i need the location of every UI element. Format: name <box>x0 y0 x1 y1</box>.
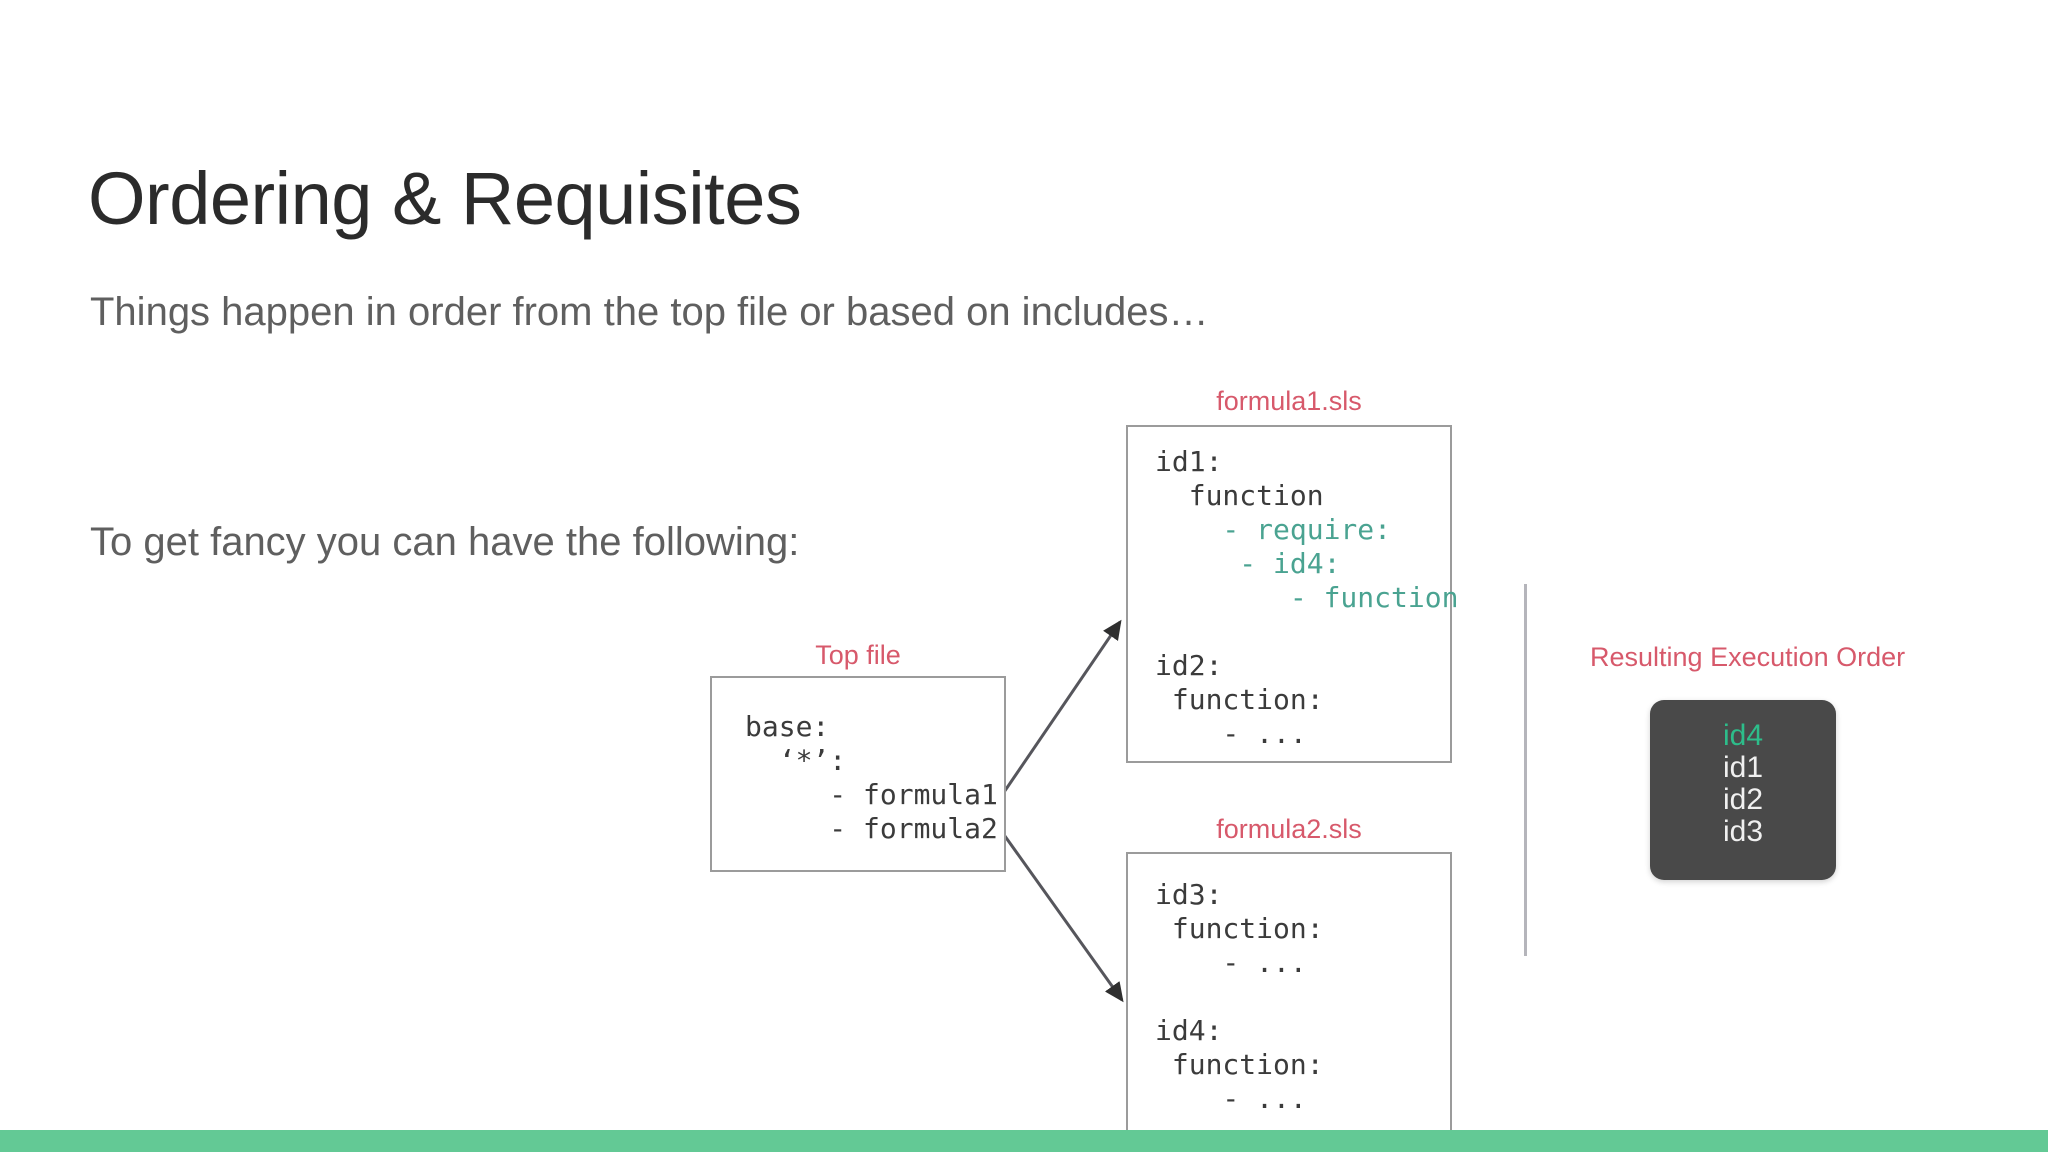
execution-order-item: id3 <box>1722 815 1764 848</box>
execution-order-label: Resulting Execution Order <box>1590 642 1906 672</box>
execution-order-list: id4 id1 id2 id3 <box>1650 720 1836 848</box>
page-title: Ordering & Requisites <box>88 156 802 240</box>
execution-order-item: id2 <box>1722 783 1764 816</box>
formula2-box <box>1126 852 1452 1152</box>
body-text-line-2: To get fancy you can have the following: <box>90 520 800 564</box>
body-text-line-1: Things happen in order from the top file… <box>90 290 1209 334</box>
formula1-label: formula1.sls <box>1216 386 1362 416</box>
formula1-box <box>1126 425 1452 763</box>
top-file-label: Top file <box>815 640 901 670</box>
formula1-code-head: id1: function <box>1155 445 1324 512</box>
execution-order-item: id4 <box>1722 719 1764 752</box>
bottom-accent-bar <box>0 1130 2048 1152</box>
formula1-code-require: - require: - id4: - function <box>1222 513 1459 614</box>
top-file-code: base: ‘*’: - formula1 - formula2 <box>745 710 998 845</box>
formula2-label: formula2.sls <box>1216 814 1362 844</box>
arrow-top-file-to-formula2 <box>990 817 1124 1003</box>
execution-order-item: id1 <box>1722 751 1764 784</box>
execution-order-box: id4 id1 id2 id3 <box>1650 700 1836 880</box>
formula1-code-id2: id2: function: - ... <box>1155 649 1324 750</box>
formula2-code: id3: function: - ... id4: function: - ..… <box>1155 878 1324 1115</box>
vertical-divider <box>1524 584 1527 956</box>
formula1-code: id1: function - require: - id4: - functi… <box>1155 445 1458 751</box>
top-file-box <box>710 676 1006 872</box>
